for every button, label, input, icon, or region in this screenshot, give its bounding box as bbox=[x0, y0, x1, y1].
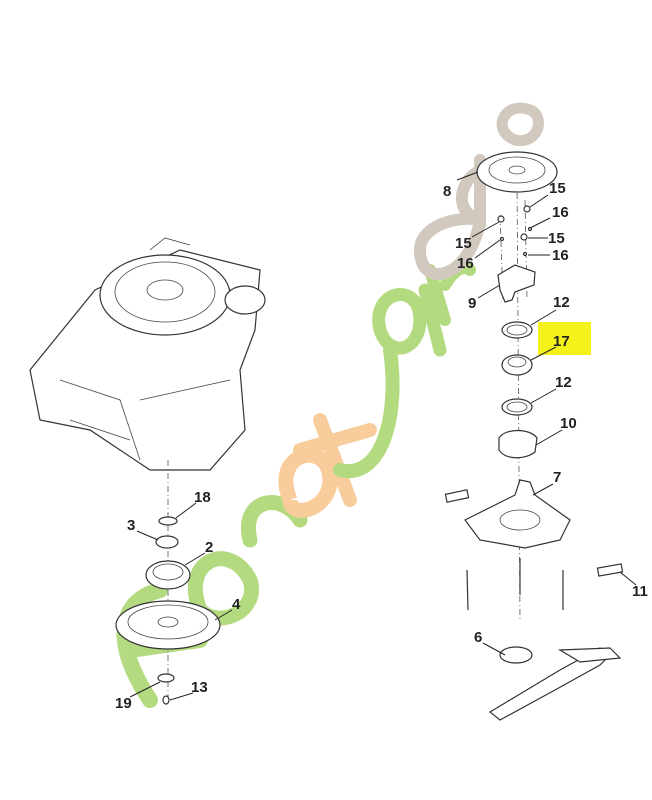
callout-12: 12 bbox=[555, 374, 572, 391]
engine-illustration bbox=[29, 237, 266, 700]
callout-16: 16 bbox=[457, 255, 474, 272]
callout-15: 15 bbox=[548, 230, 565, 247]
callout-19: 19 bbox=[115, 695, 132, 712]
callout-6: 6 bbox=[474, 629, 482, 646]
callout-9: 9 bbox=[468, 295, 476, 312]
callout-16: 16 bbox=[552, 247, 569, 264]
callout-16: 16 bbox=[552, 204, 569, 221]
callout-11: 11 bbox=[632, 583, 648, 600]
callout-13: 13 bbox=[191, 679, 208, 696]
callout-17: 17 bbox=[553, 333, 570, 350]
callout-3: 3 bbox=[127, 517, 135, 534]
callout-15: 15 bbox=[455, 235, 472, 252]
callout-8: 8 bbox=[443, 183, 451, 200]
right-assembly bbox=[444, 151, 624, 721]
highlight-box-17 bbox=[538, 322, 591, 355]
callout-labels: 8 15 16 15 15 16 16 9 12 17 12 10 7 18 3… bbox=[115, 180, 648, 712]
leader-lines bbox=[129, 171, 637, 701]
callout-2: 2 bbox=[205, 539, 213, 556]
callout-18: 18 bbox=[194, 489, 211, 506]
callout-7: 7 bbox=[553, 469, 561, 486]
callout-10: 10 bbox=[560, 415, 577, 432]
callout-12: 12 bbox=[553, 294, 570, 311]
left-assembly bbox=[115, 516, 221, 705]
watermark-logo bbox=[116, 102, 544, 708]
callout-4: 4 bbox=[232, 596, 241, 613]
callout-15: 15 bbox=[549, 180, 566, 197]
